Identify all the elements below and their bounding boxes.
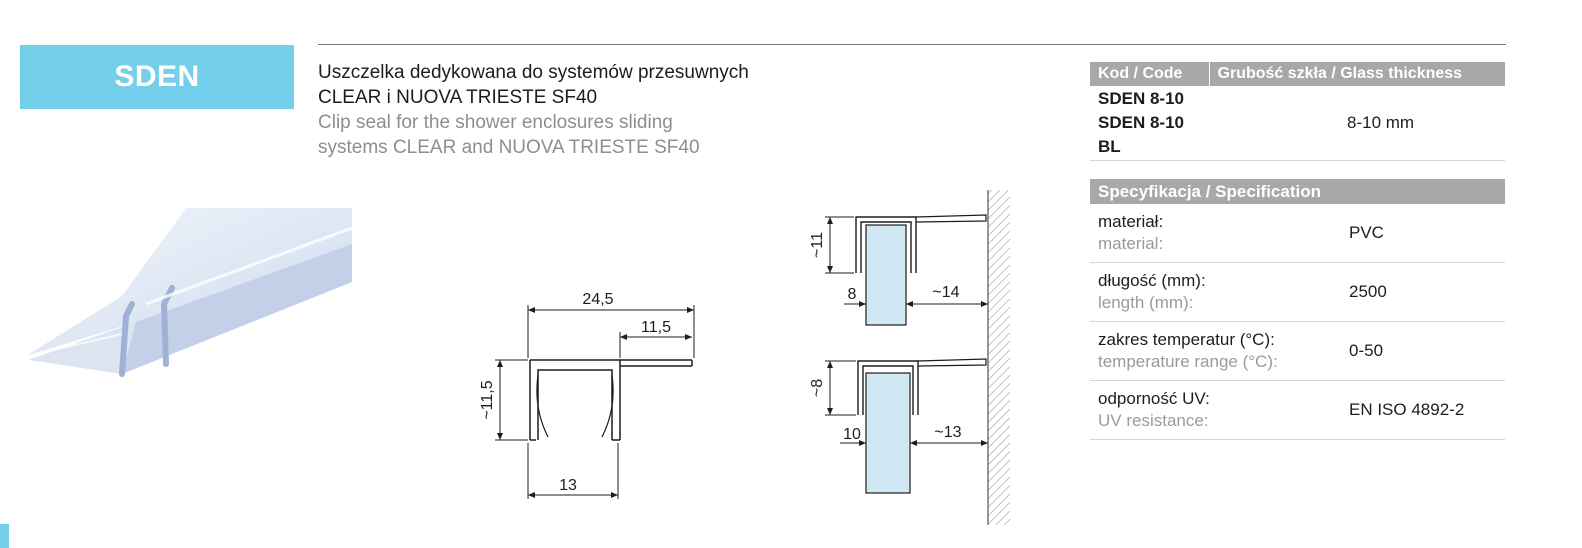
spec-label-pl: materiał:	[1098, 212, 1164, 231]
table-row: odporność UV: UV resistance: EN ISO 4892…	[1090, 380, 1505, 440]
product-photo	[26, 208, 353, 377]
dim-profile-base: 13	[559, 477, 577, 494]
dim-glass-8-gap: ~14	[932, 284, 959, 301]
spec-label: odporność UV: UV resistance:	[1090, 380, 1349, 440]
description-pl-line1: Uszczelka dedykowana do systemów przesuw…	[318, 62, 749, 83]
dim-profile-width: 24,5	[582, 291, 613, 308]
glass-8-pane	[865, 224, 907, 326]
dim-glass-10-thickness: 10	[843, 426, 861, 443]
spec-label-pl: zakres temperatur (°C):	[1098, 330, 1275, 349]
glass-10-pane	[865, 372, 911, 494]
spec-label-en: UV resistance:	[1098, 411, 1209, 430]
product-code-badge: SDEN	[20, 45, 294, 109]
spec-label: zakres temperatur (°C): temperature rang…	[1090, 321, 1349, 381]
code-table: Kod / Code Grubość szkła / Glass thickne…	[1090, 62, 1505, 161]
code-value-2: SDEN 8-10 BL	[1098, 113, 1184, 156]
assembly-glass-10: ~8 10 ~13	[809, 358, 988, 494]
spec-label-en: length (mm):	[1098, 293, 1194, 312]
dim-profile-height: ~11,5	[479, 380, 496, 419]
profile-cross-section	[529, 359, 693, 441]
spec-label-en: material:	[1098, 234, 1164, 253]
code-table-header-thickness: Grubość szkła / Glass thickness	[1208, 62, 1505, 86]
spec-label: długość (mm): length (mm):	[1090, 262, 1349, 322]
spec-table-header: Specyfikacja / Specification	[1090, 179, 1505, 204]
code-value-1: SDEN 8-10	[1098, 89, 1184, 108]
spec-value: 2500	[1349, 262, 1505, 322]
dim-profile-flange: 11,5	[641, 319, 671, 336]
wall-hatch	[988, 190, 1010, 525]
technical-drawing: 24,5 11,5 ~11,5 13 ~11 8 ~14 ~8	[479, 190, 1010, 525]
product-code: SDEN	[114, 60, 200, 93]
dim-glass-8-thickness: 8	[848, 286, 857, 303]
assembly-glass-8: ~11 8 ~14	[809, 214, 988, 326]
table-row: długość (mm): length (mm): 2500	[1090, 262, 1505, 322]
code-table-header-code: Kod / Code	[1090, 62, 1209, 86]
description-en-line2: systems CLEAR and NUOVA TRIESTE SF40	[318, 137, 700, 158]
spec-value: 0-50	[1349, 321, 1505, 381]
dim-glass-10-height: ~8	[809, 379, 826, 397]
product-tables: Kod / Code Grubość szkła / Glass thickne…	[1090, 62, 1505, 440]
product-description: Uszczelka dedykowana do systemów przesuw…	[318, 60, 749, 160]
dim-glass-8-height: ~11	[809, 232, 826, 258]
header-divider	[318, 44, 1506, 45]
code-cell: SDEN 8-10 SDEN 8-10 BL	[1090, 86, 1209, 161]
description-en-line1: Clip seal for the shower enclosures slid…	[318, 112, 673, 133]
dim-glass-10-gap: ~13	[934, 424, 961, 441]
spec-table: Specyfikacja / Specification materiał: m…	[1090, 179, 1505, 440]
table-row: materiał: material: PVC	[1090, 204, 1505, 263]
spec-value: EN ISO 4892-2	[1349, 380, 1505, 440]
description-pl-line2: CLEAR i NUOVA TRIESTE SF40	[318, 87, 598, 108]
spec-label-pl: odporność UV:	[1098, 389, 1210, 408]
spec-value: PVC	[1349, 204, 1505, 263]
table-row: zakres temperatur (°C): temperature rang…	[1090, 321, 1505, 381]
thickness-value: 8-10 mm	[1209, 86, 1505, 161]
page-edge-marker	[0, 524, 9, 548]
spec-label-en: temperature range (°C):	[1098, 352, 1278, 371]
table-row: SDEN 8-10 SDEN 8-10 BL 8-10 mm	[1090, 86, 1505, 161]
spec-label: materiał: material:	[1090, 204, 1349, 263]
spec-label-pl: długość (mm):	[1098, 271, 1206, 290]
